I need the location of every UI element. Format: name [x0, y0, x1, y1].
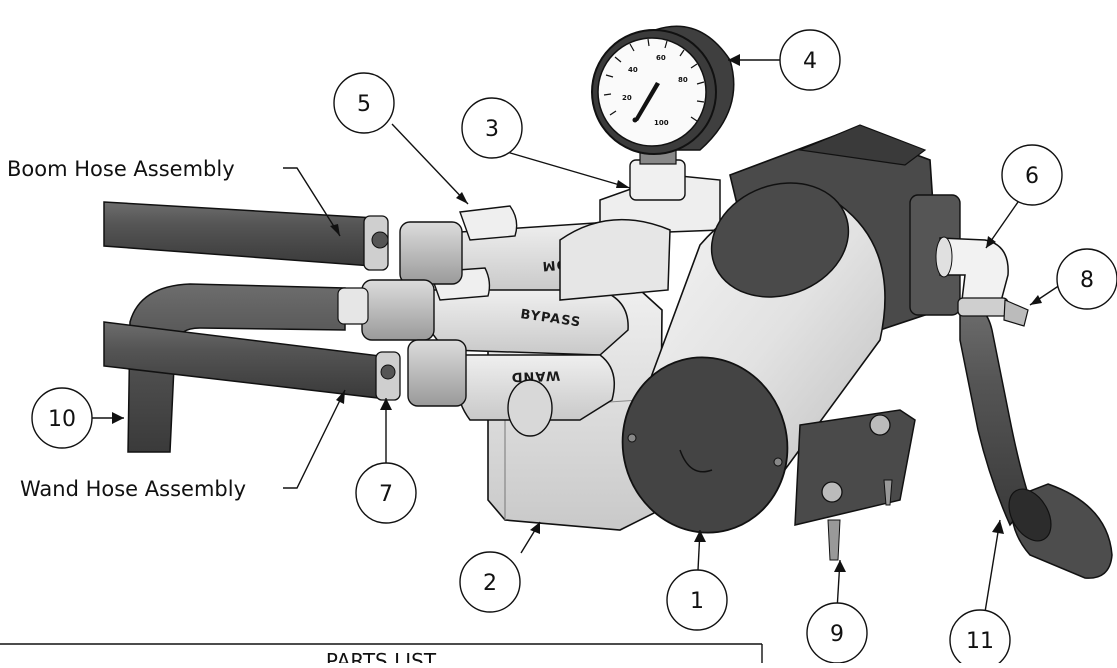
gauge-label-40: 40	[628, 66, 638, 74]
gauge-label-20: 20	[622, 94, 632, 102]
outlet-elbow	[935, 236, 1029, 327]
boom-valve-handle	[459, 205, 518, 241]
svg-text:5: 5	[357, 92, 371, 117]
svg-text:11: 11	[966, 629, 994, 654]
callout-3: 3	[461, 97, 523, 159]
boom-hose-label: Boom Hose Assembly	[7, 157, 235, 181]
wand-hose-label: Wand Hose Assembly	[20, 477, 246, 501]
coupling-nuts	[337, 221, 467, 407]
gauge-label-60: 60	[656, 54, 666, 62]
parts-list-title: PARTS LIST	[326, 649, 437, 663]
pressure-gauge: 20 40 60 80 100	[591, 25, 735, 155]
gauge-label-100: 100	[654, 119, 669, 127]
svg-text:10: 10	[48, 407, 76, 432]
gauge-needle	[634, 82, 660, 121]
hose-clamp-boom	[363, 215, 389, 271]
wand-valve-knob	[507, 379, 553, 437]
svg-text:6: 6	[1025, 164, 1039, 189]
wand-valve-label: WAND	[510, 367, 560, 384]
svg-text:3: 3	[485, 117, 499, 142]
leader-arrowheads	[112, 54, 1042, 572]
strainer	[1008, 483, 1113, 579]
mounting-bracket	[794, 409, 916, 561]
svg-text:8: 8	[1080, 268, 1094, 293]
svg-text:7: 7	[379, 482, 393, 507]
callout-4: 4	[779, 29, 841, 91]
gauge-ticks	[603, 38, 705, 122]
callout-11: 11	[949, 609, 1011, 668]
hose-clamp-wand	[375, 351, 401, 401]
callout-10: 10	[31, 387, 93, 449]
svg-text:9: 9	[830, 622, 844, 647]
callout-6: 6	[1001, 144, 1063, 206]
motor-end-cap	[621, 356, 789, 534]
callout-5: 5	[333, 72, 395, 134]
callout-7: 7	[355, 462, 417, 524]
boom-hose	[103, 201, 376, 267]
wand-valve: WAND	[456, 354, 615, 437]
svg-text:2: 2	[483, 571, 497, 596]
svg-text:4: 4	[803, 49, 817, 74]
callout-8: 8	[1056, 248, 1117, 310]
manifold-upright	[559, 218, 671, 301]
gauge-label-80: 80	[678, 76, 688, 84]
parts-list-table: PARTS LIST	[0, 643, 763, 668]
svg-text:1: 1	[690, 589, 704, 614]
callout-2: 2	[459, 551, 521, 613]
callout-1: 1	[666, 569, 728, 631]
callout-9: 9	[806, 602, 868, 664]
